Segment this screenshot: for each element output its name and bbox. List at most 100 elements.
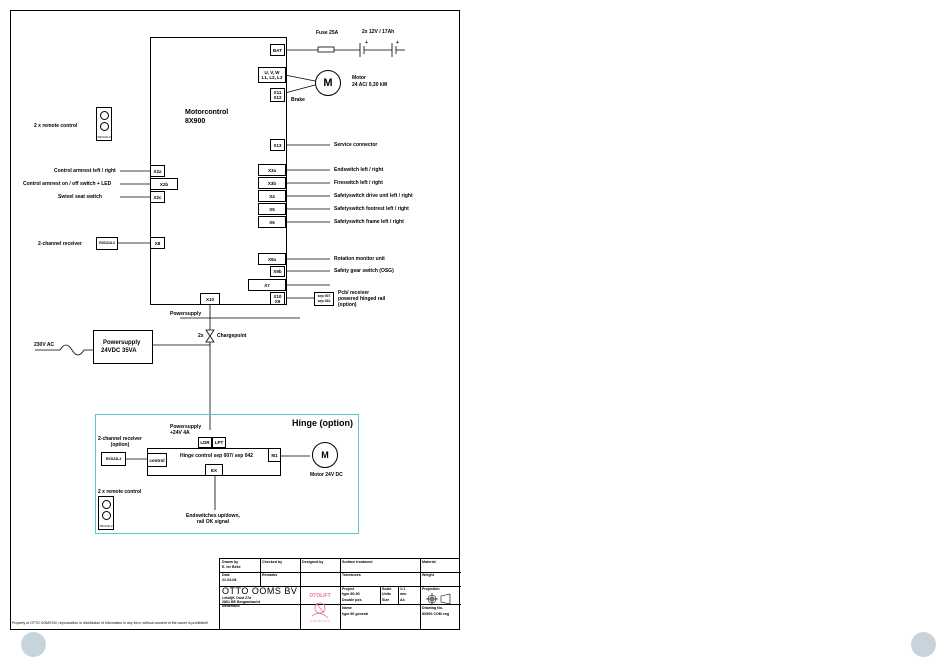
tb-material-h: Material xyxy=(422,560,436,564)
pin-x11-label: X11 X12 xyxy=(273,90,282,100)
hinge-remote-device: S6CD4L3 xyxy=(98,496,114,530)
tb-project: type 80-90 xyxy=(342,592,360,596)
hinge-endswitches-label: Endswitches up/down, rail OK signal xyxy=(186,513,240,525)
tb-name-h: Name xyxy=(342,606,352,610)
hinge-receiver-box: RXDZ4L3 xyxy=(101,452,126,466)
tb-weight-h: Weight xyxy=(422,573,434,577)
label-fireswitch: Fireswitch left / right xyxy=(334,180,383,186)
hinge-ldr: LDR xyxy=(198,437,212,448)
page-corner-dot-right xyxy=(911,632,936,657)
pin-uvw-label: U, V, W L1, L2, L3 xyxy=(261,70,283,80)
powersupply-unit-spec: 24VDC 35VA xyxy=(101,348,137,354)
pin-uvw: U, V, W L1, L2, L3 xyxy=(258,67,286,83)
hinge-ex: EX xyxy=(205,464,223,476)
tb-double-pos: Double pos xyxy=(342,598,362,602)
hinge-m1: M1 xyxy=(268,448,281,462)
tb-drawn-by-h: Drawn by xyxy=(222,560,239,564)
hinge-motor-label: Motor 24V DC xyxy=(310,472,343,478)
tb-drawn-by: E. ter Beke xyxy=(222,565,241,569)
label-rotation: Rotation monitor unit xyxy=(334,256,385,262)
remote-button-2 xyxy=(100,122,109,131)
motorcontrol-model: 8X900 xyxy=(185,118,206,125)
label-armrest: Control armrest left / right xyxy=(54,168,116,174)
motor-label: Motor xyxy=(352,75,366,81)
tb-scale: 1:1 xyxy=(400,587,406,591)
powersupply-unit-title: Powersupply xyxy=(103,340,141,346)
tb-name: type 80 general xyxy=(342,612,369,616)
pin-x10: X10 xyxy=(200,293,220,305)
motorcontrol-title: Motorcontrol xyxy=(185,109,229,116)
remote-box-label: S6CD4L3 xyxy=(97,135,111,139)
pin-bat: BAT xyxy=(270,44,285,56)
pin-x9a: X9a xyxy=(258,253,286,265)
label-pcb: Pcb/ receiver powered hinged rail (optio… xyxy=(338,290,386,308)
tb-scale-h: Scale xyxy=(382,587,392,591)
battery-label: 2x 12V / 17Ah xyxy=(362,29,395,35)
tb-designed-by-h: Designed by xyxy=(302,560,324,564)
tb-checked-by-h: Checked by xyxy=(262,560,283,564)
otolift-brand-small: S T A I R L I F T S xyxy=(310,620,330,623)
tb-tolerances-h: Tolerances xyxy=(342,573,361,577)
brake-label: Brake xyxy=(291,97,305,103)
hinge-control-pin: control xyxy=(147,453,167,467)
label-endswitch: Endswitch left / right xyxy=(334,167,384,173)
pin-x10x9: X10 X9 xyxy=(270,292,285,305)
otolift-logo: OTOLIFT S T A I R L I F T S xyxy=(302,588,338,626)
hinge-option-box xyxy=(95,414,359,534)
fuse-label: Fuse 25A xyxy=(316,30,339,36)
hinge-motor-symbol: M xyxy=(312,442,338,468)
label-swivel: Swivel seat switch xyxy=(58,194,102,200)
label-footrest: Safetyswitch footrest left / right xyxy=(334,206,409,212)
pin-x8: X8 xyxy=(150,237,165,249)
hinge-lpt: LPT xyxy=(212,437,226,448)
pin-x10x9-label: X10 X9 xyxy=(273,293,282,304)
tb-projection-h: Projection xyxy=(422,587,440,591)
hinge-motor-symbol-label: M xyxy=(321,450,329,460)
pin-x3b: X3b xyxy=(258,177,286,189)
footer-copyright: Property of OTTO OOMS BV, reproduction o… xyxy=(12,621,208,625)
projection-icon xyxy=(426,592,452,610)
pin-x13: X13 xyxy=(270,139,285,151)
powersupply-label: Powersupply xyxy=(170,311,202,317)
motor-spec: 24 AC/ 0,30 kW xyxy=(352,82,388,88)
label-remote: 2 x remote control xyxy=(34,123,78,129)
tb-units-h: Units xyxy=(382,592,391,596)
label-gear: Safety gear switch (OSG) xyxy=(334,268,394,274)
pin-x5: X5 xyxy=(258,203,286,215)
tb-project-h: Project xyxy=(342,587,355,591)
pin-x11: X11 X12 xyxy=(270,88,285,102)
hinge-remote-button-2 xyxy=(102,511,111,520)
hinge-control-label: Hinge control sep 007/ sep 042 xyxy=(180,453,254,459)
pin-x9b: X9b xyxy=(270,266,285,277)
hinge-remote-box-label: S6CD4L3 xyxy=(99,524,113,528)
label-drive: Safetyswitch drive unit left / right xyxy=(334,193,413,199)
label-onoff: Control armrest on / off switch + LED xyxy=(23,181,112,187)
label-frame: Safetyswitch frame left / right xyxy=(334,219,404,225)
hinge-remote-label: 2 x remote control xyxy=(98,489,142,495)
label-service: Service connector xyxy=(334,142,378,148)
pin-x3a: X3a xyxy=(258,164,286,176)
otolift-brand: OTOLIFT xyxy=(309,593,331,599)
tb-date: 21-04-08 xyxy=(222,578,237,582)
pin-x2b: X2b xyxy=(150,178,178,190)
hinge-receiver-label: 2-channel receiver (option) xyxy=(98,436,142,448)
tb-size: A4 xyxy=(400,598,405,602)
chargepoint-label: Chargepoint xyxy=(217,333,247,339)
hinge-remote-button-1 xyxy=(102,500,111,509)
tb-units: mm xyxy=(400,592,407,596)
tb-date-h: Date xyxy=(222,573,230,577)
tb-remarks-h: Remarks xyxy=(262,573,278,577)
battery-plus-1: + xyxy=(365,40,368,46)
tb-drawing-no-h: Drawing No. xyxy=(422,606,443,610)
pcb-box-label: sep 007 sep 042 xyxy=(317,294,331,303)
tb-surface-h: Surface treatment xyxy=(342,560,373,564)
receiver-box: RXDZ4L3 xyxy=(96,237,118,250)
tb-company: OTTO OOMS BV xyxy=(222,586,298,596)
ac-label: 230V AC xyxy=(34,342,55,348)
pcb-box: sep 007 sep 042 xyxy=(314,292,334,306)
pin-x2a: X2a xyxy=(150,165,165,177)
page-corner-dot-left xyxy=(21,632,46,657)
pin-x7: X7 xyxy=(248,279,286,291)
powersupply-unit xyxy=(93,330,153,364)
motor-symbol: M xyxy=(315,70,341,96)
